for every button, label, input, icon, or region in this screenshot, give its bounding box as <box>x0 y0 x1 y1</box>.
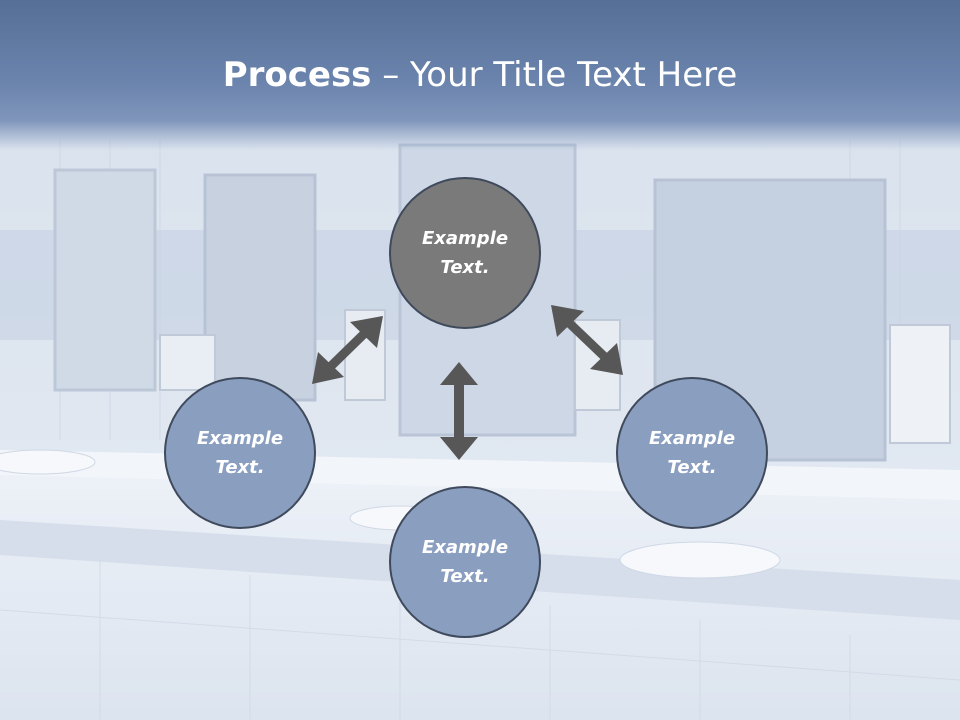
arrow-vertical <box>440 362 478 460</box>
slide-title: Process – Your Title Text Here <box>0 52 960 98</box>
title-rest: – Your Title Text Here <box>371 55 738 95</box>
arrow-top-right <box>551 305 623 375</box>
circle-left-label: Example Text. <box>196 428 284 478</box>
circle-right-label: Example Text. <box>648 428 736 478</box>
title-bold: Process <box>222 55 372 95</box>
process-circle-bottom: Example Text. <box>389 486 541 638</box>
process-circle-left: Example Text. <box>164 377 316 529</box>
title-band <box>0 0 960 150</box>
arrow-top-left <box>312 316 383 384</box>
circle-bottom-label: Example Text. <box>421 537 509 587</box>
process-circle-right: Example Text. <box>616 377 768 529</box>
circle-top-label: Example Text. <box>421 228 509 278</box>
process-circle-top: Example Text. <box>389 177 541 329</box>
